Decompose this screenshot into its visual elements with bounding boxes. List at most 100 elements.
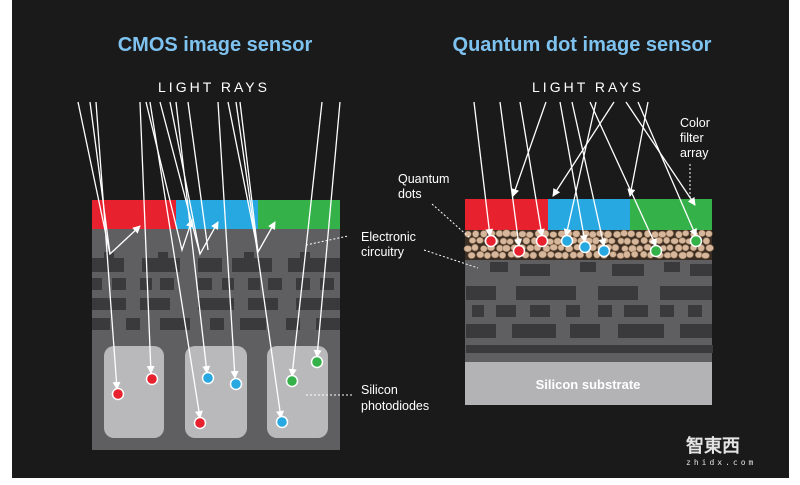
cmos-filter-green <box>258 200 340 229</box>
quantum-dot-particle <box>705 244 714 252</box>
quantum-dot-particle <box>572 230 581 238</box>
quantum-dot-particle <box>682 230 690 237</box>
quantum-dots-label-line1: Quantum <box>398 172 449 186</box>
light-rays-label-right: LIGHT RAYS <box>532 79 644 95</box>
color-filter-label-line2: filter <box>680 131 704 145</box>
quantum-dot-particle <box>701 252 710 259</box>
quantum-dot-particle <box>498 251 507 259</box>
quantum-dots-callout-line <box>431 203 471 239</box>
quantum-dot-particle <box>472 230 480 238</box>
quantum-dot-particle <box>525 231 534 239</box>
quantum-dot-particle <box>471 243 479 252</box>
quantum-dot-particle <box>640 236 649 245</box>
quantum-dot-particle <box>620 229 628 237</box>
photodiode-label-line1: Silicon <box>361 383 398 397</box>
qd-circuit-traces <box>466 262 713 353</box>
quantum-dot-particle <box>549 243 558 251</box>
quantum-dot-particle <box>631 238 640 246</box>
quantum-dot-particle <box>547 251 555 259</box>
quantum-dot-particle <box>557 244 565 252</box>
quantum-dot-particle <box>630 250 639 258</box>
silicon-substrate-label: Silicon substrate <box>536 377 641 392</box>
qd-filter-green <box>630 199 712 230</box>
quantum-dot-particle <box>480 230 488 238</box>
quantum-dot-particle <box>495 229 504 238</box>
quantum-dot-particle <box>491 250 500 259</box>
quantum-dot-particle <box>616 252 625 259</box>
quantum-dot-particle <box>467 251 476 259</box>
quantum-dot-particle <box>666 244 674 252</box>
quantum-dot-particle <box>483 251 492 260</box>
quantum-dot-particle <box>694 251 703 259</box>
quantum-dot-particle <box>468 237 477 244</box>
color-filter-label-line1: Color <box>680 116 710 130</box>
quantum-dot-particle <box>685 251 694 259</box>
quantum-dot-particle <box>705 230 713 238</box>
color-filter-label-line3: array <box>680 146 709 160</box>
quantum-dot-particle <box>607 237 616 245</box>
quantum-dots-label-line2: dots <box>398 187 422 201</box>
quantum-dot-particle <box>663 236 671 245</box>
quantum-dot-particle <box>639 250 648 258</box>
quantum-dot-particle <box>554 251 563 259</box>
cmos-sensor: Electronic circuitry Silicon photodiodes <box>77 101 429 450</box>
quantum-dot-particle <box>588 230 597 239</box>
quantum-dot-particle <box>623 237 631 245</box>
quantum-dot-particle <box>549 231 558 238</box>
cmos-title: CMOS image sensor <box>118 34 313 56</box>
electronic-callout-line <box>305 235 349 246</box>
quantum-dot-particle <box>675 230 683 239</box>
quantum-dot-particle <box>674 244 683 252</box>
quantum-dot-particle <box>464 230 472 238</box>
quantum-dot-particle <box>591 236 600 245</box>
quantum-dot-particle <box>476 251 485 259</box>
quantum-dot-particle <box>702 237 711 245</box>
qd-filter-blue <box>548 199 630 230</box>
cmos-photon-dots <box>111 355 324 430</box>
quantum-dot-particle <box>611 244 620 252</box>
qd-photon-dots <box>484 234 703 258</box>
quantum-dot-particle <box>506 238 514 245</box>
quantum-dot-particle <box>678 251 688 260</box>
light-rays-label-left: LIGHT RAYS <box>158 79 270 95</box>
quantum-dot-particle <box>665 229 674 238</box>
quantum-dot-particle <box>635 231 643 239</box>
quantum-dot-particle <box>569 251 578 259</box>
quantum-dot-particle <box>518 230 527 238</box>
quantum-dot-particle <box>501 244 511 253</box>
quantum-dot-particle <box>476 236 484 244</box>
quantum-dot-particle <box>678 237 687 244</box>
quantum-title: Quantum dot image sensor <box>453 34 712 56</box>
quantum-dot-particle <box>553 237 562 246</box>
quantum-dot-particle <box>636 245 644 253</box>
qd-light-rays <box>473 101 697 247</box>
quantum-dot-particle <box>538 250 547 259</box>
silicon-substrate <box>465 362 712 405</box>
quantum-sensor: Silicon substrate <box>398 101 714 405</box>
qd-filter-red <box>465 199 548 230</box>
quantum-dot-particle <box>698 229 706 237</box>
zhidx-watermark: 智東西 zhidx.com <box>686 435 756 467</box>
cmos-circuit-traces <box>92 252 340 330</box>
cmos-reflected-rays <box>77 101 276 256</box>
electronic-callout-line-right <box>423 249 479 269</box>
electronic-label-line2: circuitry <box>361 245 405 259</box>
quantum-dot-particle <box>670 250 678 259</box>
quantum-dot-particle <box>658 230 667 238</box>
quantum-dot-particle <box>561 251 569 260</box>
photodiode-label-line2: photodiodes <box>361 399 429 413</box>
quantum-dot-particle <box>612 230 622 239</box>
quantum-dot-particle <box>655 237 663 245</box>
quantum-dot-particle <box>627 230 636 238</box>
quantum-dot-particle <box>463 245 472 253</box>
watermark-text: zhidx.com <box>686 458 756 467</box>
quantum-dot-particle <box>522 237 531 245</box>
quantum-dot-particle <box>603 230 613 239</box>
quantum-dot-particle <box>526 244 535 252</box>
quantum-dot-particle <box>609 251 617 258</box>
quantum-dot-particle <box>623 250 631 259</box>
quantum-dot-particle <box>529 251 538 260</box>
quantum-dot-particle <box>499 237 508 245</box>
